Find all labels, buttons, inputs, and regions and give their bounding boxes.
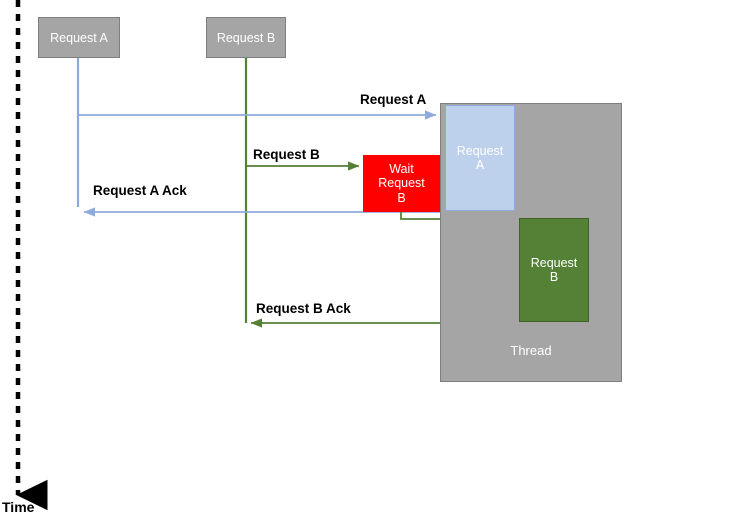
message-label-request-b-ack: Request B Ack xyxy=(256,301,351,316)
message-label-request-a: Request A xyxy=(360,92,427,107)
wait-request-b-line2: Request xyxy=(378,176,425,191)
exec-block-request-b-line1: Request xyxy=(530,256,578,270)
actor-label-request-a: Request A xyxy=(50,30,108,45)
actor-label-request-b: Request B xyxy=(216,30,276,45)
exec-block-request-b[interactable]: Request B xyxy=(519,218,589,322)
actor-box-request-a[interactable]: Request A xyxy=(38,17,120,58)
wait-request-b-line3: B xyxy=(397,190,406,205)
message-label-request-a-ack: Request A Ack xyxy=(93,183,187,198)
thread-label: Thread xyxy=(510,343,552,359)
exec-block-request-a-line1: Request xyxy=(456,144,504,158)
wait-request-b-line1: Wait xyxy=(389,161,414,176)
actor-box-request-b[interactable]: Request B xyxy=(206,17,286,58)
exec-block-request-a[interactable]: Request A xyxy=(445,105,515,211)
time-axis-label: Time xyxy=(2,499,35,515)
exec-block-request-a-line2: A xyxy=(475,158,485,172)
wait-request-b-box[interactable]: Wait Request B xyxy=(363,155,440,212)
message-label-request-b: Request B xyxy=(253,147,320,162)
exec-block-request-b-line2: B xyxy=(549,270,559,284)
